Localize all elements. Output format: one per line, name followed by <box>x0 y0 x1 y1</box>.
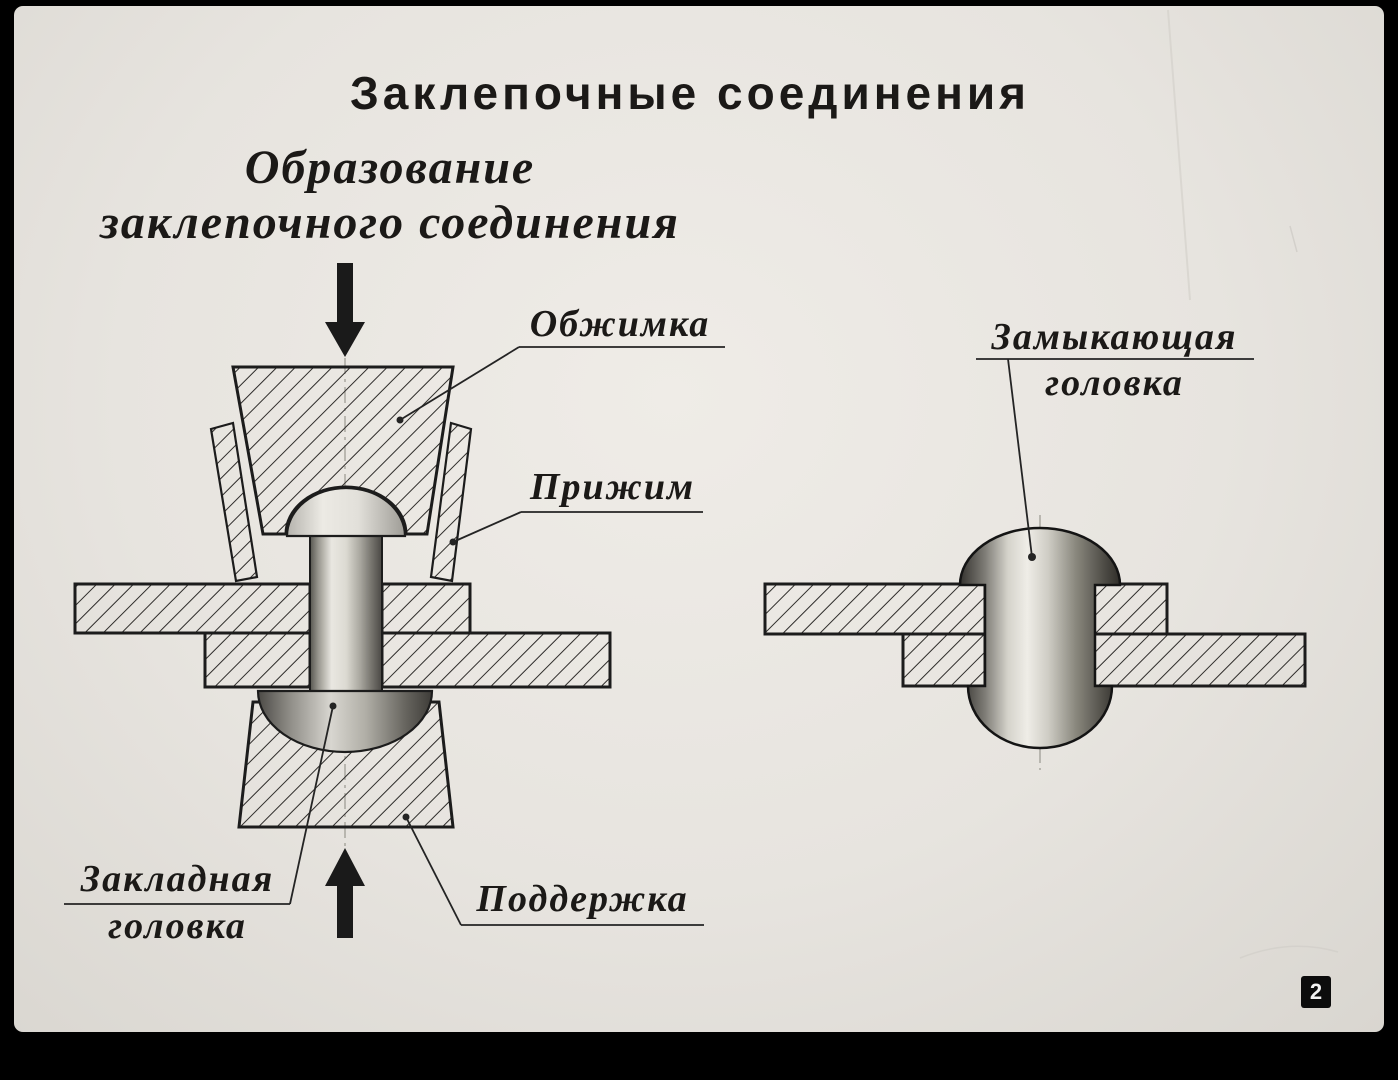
support-leader-line <box>405 816 462 926</box>
caption-line-2: заклепочного соединения <box>100 196 680 249</box>
closing-head-leader-line <box>1007 358 1033 558</box>
support-leader-dot <box>402 813 410 821</box>
lower-plate-right-section-right-fig <box>1091 632 1307 688</box>
leader-lines-right <box>976 358 1254 558</box>
upper-plate-left-section <box>73 582 312 635</box>
film-scratch-2 <box>1239 945 1339 959</box>
lower-plate-left-section <box>203 631 312 689</box>
label-closing-head-line-2: головка <box>1045 362 1184 404</box>
preset-head-leader-dot <box>329 702 337 710</box>
figure-forming-process <box>64 263 725 938</box>
upper-plate-right-section-right-fig <box>1091 582 1169 636</box>
upper-plate-right-section <box>380 582 472 635</box>
holddown-left-strip <box>209 421 259 583</box>
film-crease <box>1167 9 1191 301</box>
label-closing-head-line-1: Замыкающая <box>991 316 1238 358</box>
preset-head-leader-line <box>289 705 334 905</box>
die-leader-dot <box>396 416 404 424</box>
holddown-leader-dot <box>449 538 457 546</box>
label-holddown: Прижим <box>529 466 696 508</box>
finished-rivet-shape <box>958 526 1122 750</box>
frame-number-badge: 2 <box>1301 976 1331 1008</box>
upper-plate-left-section-right-fig <box>763 582 987 636</box>
figure-finished-joint <box>763 358 1307 770</box>
label-die: Обжимка <box>529 303 711 345</box>
holddown-right-strip <box>429 421 473 583</box>
force-arrow-down-icon <box>325 263 365 357</box>
caption-line-1: Образование <box>244 141 536 194</box>
lower-plate-right-section <box>380 631 612 689</box>
label-preset-head: Закладная головка <box>60 858 295 947</box>
die-tool-shape <box>231 365 455 536</box>
label-closing-head: Замыкающая головка <box>972 316 1257 404</box>
lower-plate-left-section-right-fig <box>901 632 987 688</box>
holddown-leader-line <box>452 511 522 543</box>
film-scratch <box>1289 225 1298 253</box>
die-leader-line <box>399 346 520 421</box>
leader-lines-left <box>64 346 725 926</box>
slide-title: Заклепочные соединения <box>349 67 1031 119</box>
label-support: Поддержка <box>476 878 689 920</box>
figure-caption: Образование заклепочного соединения <box>85 140 695 250</box>
closing-head-leader-dot <box>1028 553 1036 561</box>
force-arrow-up-icon <box>325 848 365 938</box>
label-preset-head-line-1: Закладная <box>80 858 275 900</box>
rivet-preset-head <box>256 689 434 754</box>
label-preset-head-line-2: головка <box>108 905 247 947</box>
